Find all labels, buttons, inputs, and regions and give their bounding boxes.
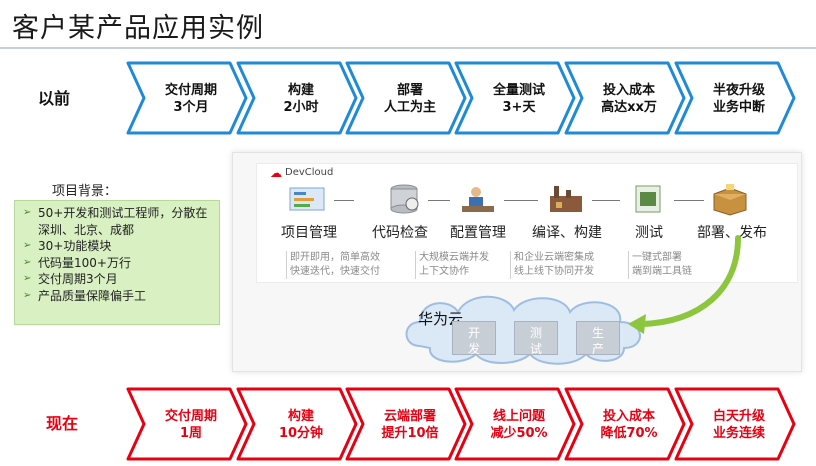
before-chevron-text: 全量测试: [492, 82, 545, 98]
build-icon: [550, 186, 582, 212]
before-chevron-text: 高达xx万: [601, 99, 657, 115]
now-row-label: 现在: [46, 414, 79, 433]
env-test: 测试: [514, 321, 558, 356]
bullet-arrow-icon: ➢: [23, 240, 32, 251]
now-chevron-text: 业务连续: [713, 425, 765, 441]
page-title: 客户某产品应用实例: [12, 13, 264, 44]
stage-label: 编译、构建: [532, 225, 602, 241]
before-chevron-text: 2小时: [283, 99, 318, 115]
before-chevron-text: 交付周期: [165, 82, 217, 98]
toolchain-note: 和企业云端密集成线上线下协同开发: [510, 251, 594, 279]
cloud-label: 华为云: [418, 310, 464, 328]
before-chevron-text: 投入成本: [603, 82, 655, 98]
toolchain-note: 一键式部署端到端工具链: [628, 251, 692, 279]
background-title: 项目背景：: [52, 184, 118, 199]
code-check-icon: [390, 184, 419, 214]
stage-connector: [334, 200, 354, 201]
before-chevron-text: 3个月: [173, 99, 208, 115]
before-chevron: 交付周期3个月: [126, 61, 248, 135]
background-list: ➢50+开发和测试工程师，分散在深圳、北京、成都 ➢30+功能模块 ➢代码量10…: [15, 201, 219, 304]
background-item: ➢50+开发和测试工程师，分散在深圳、北京、成都: [23, 206, 208, 237]
title-divider: [0, 47, 816, 49]
stage-label: 部署、发布: [697, 225, 767, 241]
now-chevron-text: 降低70%: [600, 425, 657, 441]
now-chevron-text: 云端部署: [384, 408, 436, 424]
before-chevron-text: 部署: [397, 82, 423, 98]
deploy-icon: [713, 184, 747, 216]
before-row-label: 以前: [38, 89, 71, 108]
deploy-arrow-icon: [628, 235, 741, 334]
devcloud-toolchain: [256, 163, 798, 283]
toolchain-note: 即开即用，简单高效快速迭代，快速交付: [286, 251, 380, 279]
background-item: ➢代码量100+万行: [23, 255, 131, 270]
config-management-icon: [462, 187, 494, 212]
before-chevron: 全量测试 3+天: [454, 61, 576, 135]
stage-connector: [504, 200, 538, 201]
background-item: ➢交付周期3个月: [23, 272, 118, 286]
now-chevron: 交付周期 1周: [126, 387, 248, 461]
stage-connector: [674, 200, 704, 201]
toolchain-note: 大规模云端并发上下文协作: [415, 251, 489, 279]
stage-connector: [428, 200, 450, 201]
background-box: ➢50+开发和测试工程师，分散在深圳、北京、成都 ➢30+功能模块 ➢代码量10…: [14, 200, 220, 325]
background-item: ➢30+功能模块: [23, 239, 112, 253]
before-chevron-text: 半夜升级: [713, 82, 766, 98]
now-chevron-text: 白天升级: [713, 408, 766, 424]
stage-label: 代码检查: [372, 225, 428, 241]
stage-label: 项目管理: [281, 225, 337, 241]
before-chevron-text: 业务中断: [713, 99, 765, 115]
now-chevron-text: 提升10倍: [381, 425, 438, 441]
now-chevron-text: 减少50%: [490, 425, 547, 441]
now-chevron-text: 投入成本: [603, 408, 655, 424]
before-chevron-row: 交付周期3个月构建2小时部署人工为主全量测试3+天投入成本高达xx万半夜升级业务…: [126, 61, 796, 135]
devcloud-logo: ☁ DevCloud: [270, 165, 334, 180]
now-chevron-text: 10分钟: [279, 425, 323, 441]
now-chevron-text: 交付周期: [165, 408, 217, 424]
cloud-logo-icon: ☁: [270, 165, 282, 180]
bullet-arrow-icon: ➢: [23, 273, 32, 284]
now-chevron-text: 线上问题: [493, 408, 546, 424]
env-dev: 开发: [452, 321, 496, 356]
before-chevron-text: 构建: [288, 82, 314, 98]
project-management-icon: [289, 187, 325, 211]
test-icon: [635, 185, 661, 213]
stage-connector: [592, 200, 620, 201]
stage-label: 配置管理: [450, 225, 506, 241]
env-prod: 生产: [576, 321, 620, 356]
now-chevron-text: 1周: [180, 426, 202, 441]
bullet-arrow-icon: ➢: [23, 256, 32, 268]
bullet-arrow-icon: ➢: [23, 207, 32, 218]
now-chevron-text: 构建: [288, 408, 314, 424]
before-chevron-text: 人工为主: [384, 99, 436, 115]
before-chevron-text: 3+天: [503, 100, 537, 115]
now-chevron-row: 交付周期1周构建10分钟云端部署提升10倍线上问题减少50%投入成本降低70%白…: [126, 387, 796, 461]
stage-label: 测试: [635, 225, 663, 241]
background-item: ➢产品质量保障偏手工: [23, 288, 147, 303]
bullet-arrow-icon: ➢: [23, 289, 32, 301]
